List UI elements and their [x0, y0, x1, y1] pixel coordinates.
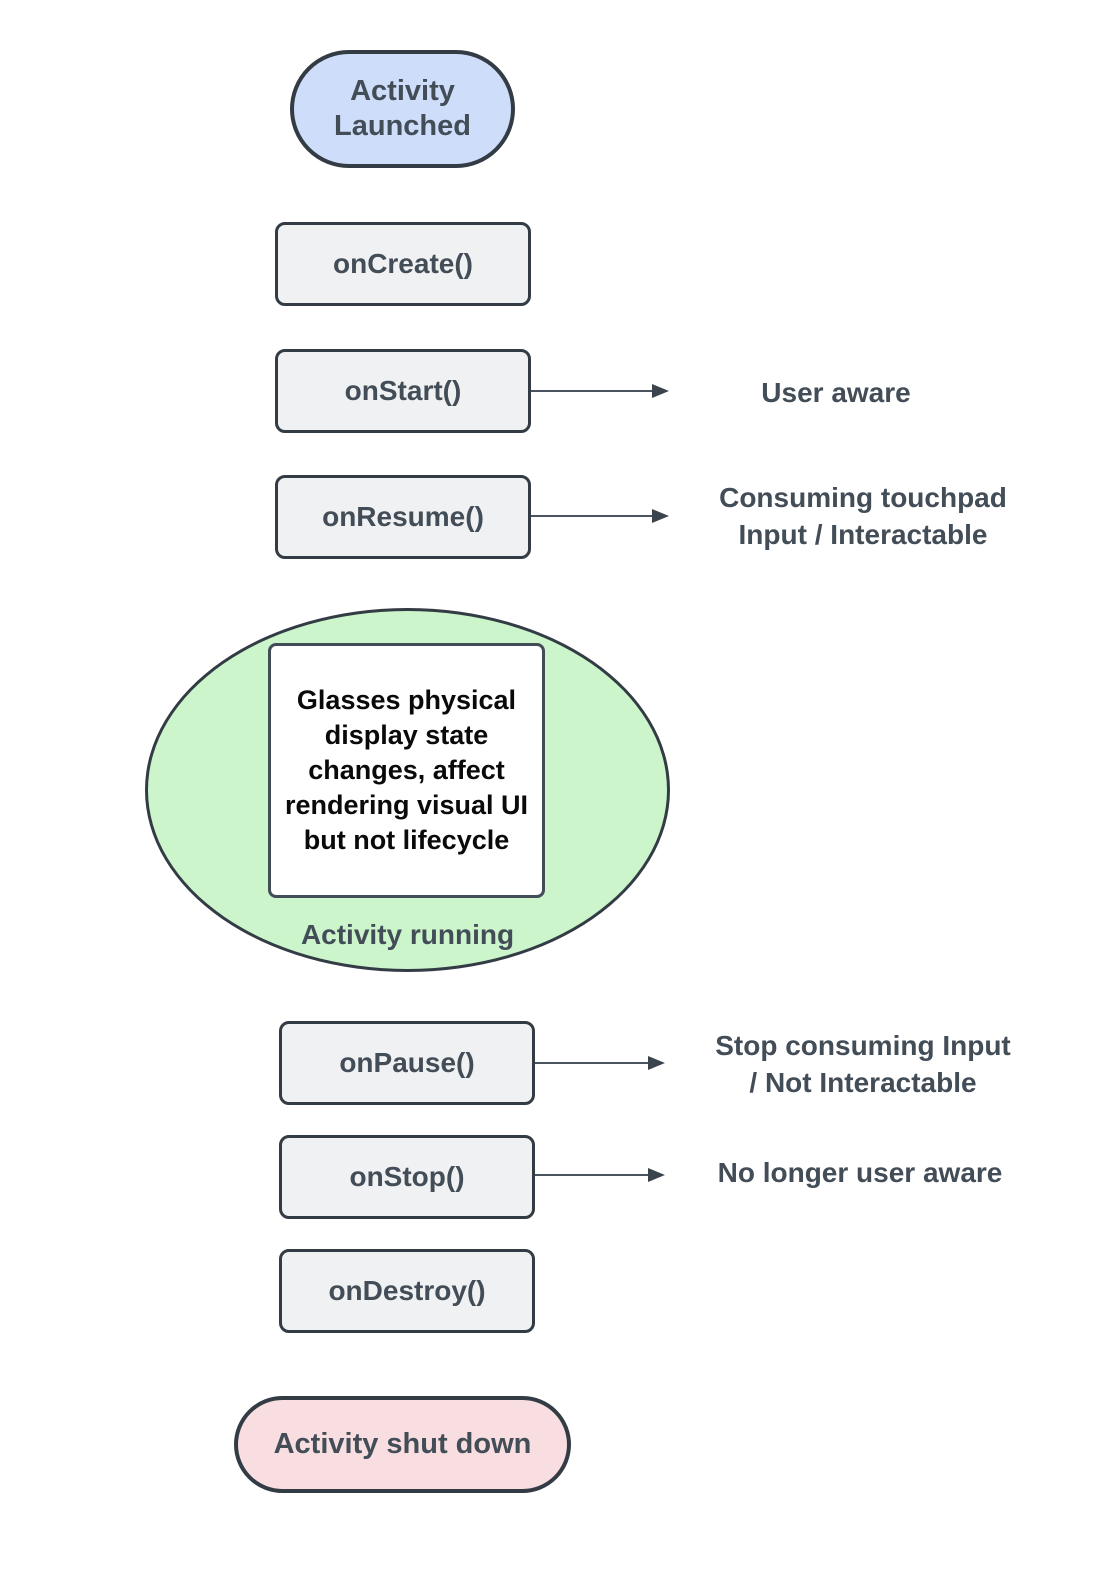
arrow-onstop-to-no-longer-user-aware	[535, 1168, 665, 1182]
annotation-consuming-input-line2: Input / Interactable	[738, 518, 988, 550]
arrow-head-icon	[652, 509, 669, 523]
node-ondestroy-label: onDestroy()	[328, 1274, 486, 1306]
node-ondestroy: onDestroy()	[279, 1249, 535, 1333]
arrow-shaft	[535, 1174, 648, 1176]
annotation-consuming-input: Consuming touchpad Input / Interactable	[680, 480, 1046, 554]
node-activity-launched-label: Activity Launched	[334, 74, 471, 144]
node-onpause: onPause()	[279, 1021, 535, 1105]
node-onstop: onStop()	[279, 1135, 535, 1219]
node-activity-shut-down-label: Activity shut down	[273, 1427, 532, 1460]
node-activity-launched-line2: Launched	[334, 110, 471, 142]
annotation-no-longer-user-aware: No longer user aware	[680, 1155, 1040, 1192]
node-onstart: onStart()	[275, 349, 531, 433]
node-onpause-label: onPause()	[339, 1046, 475, 1078]
arrow-shaft	[535, 1062, 648, 1064]
annotation-consuming-input-line1: Consuming touchpad	[719, 482, 1007, 513]
node-activity-launched-line1: Activity	[350, 75, 455, 108]
node-activity-running-label: Activity running	[300, 919, 515, 950]
node-onresume-label: onResume()	[322, 500, 484, 532]
node-activity-launched: Activity Launched	[290, 50, 515, 168]
arrow-head-icon	[652, 384, 669, 398]
arrow-head-icon	[648, 1056, 665, 1070]
node-onresume: onResume()	[275, 475, 531, 559]
annotation-stop-consuming-input-line2: / Not Interactable	[749, 1066, 977, 1098]
arrow-shaft	[531, 515, 652, 517]
annotation-stop-consuming-input-line1: Stop consuming Input	[715, 1030, 1011, 1061]
arrow-onpause-to-stop-consuming-input	[535, 1056, 665, 1070]
node-oncreate: onCreate()	[275, 222, 531, 306]
note-display-state-text: Glasses physical display state changes, …	[284, 684, 529, 856]
annotation-user-aware-line1: User aware	[761, 377, 911, 408]
arrow-shaft	[531, 390, 652, 392]
node-onstart-label: onStart()	[344, 374, 462, 406]
node-onstop-label: onStop()	[349, 1160, 465, 1192]
annotation-stop-consuming-input: Stop consuming Input / Not Interactable	[680, 1028, 1046, 1102]
annotation-user-aware: User aware	[700, 375, 972, 412]
node-oncreate-label: onCreate()	[332, 247, 473, 279]
arrow-head-icon	[648, 1168, 665, 1182]
arrow-onstart-to-user-aware	[531, 384, 669, 398]
annotation-no-longer-user-aware-line1: No longer user aware	[717, 1157, 1003, 1188]
note-display-state-box: Glasses physical display state changes, …	[268, 643, 545, 898]
arrow-onresume-to-consuming-input	[531, 509, 669, 523]
node-activity-shut-down: Activity shut down	[234, 1396, 571, 1493]
